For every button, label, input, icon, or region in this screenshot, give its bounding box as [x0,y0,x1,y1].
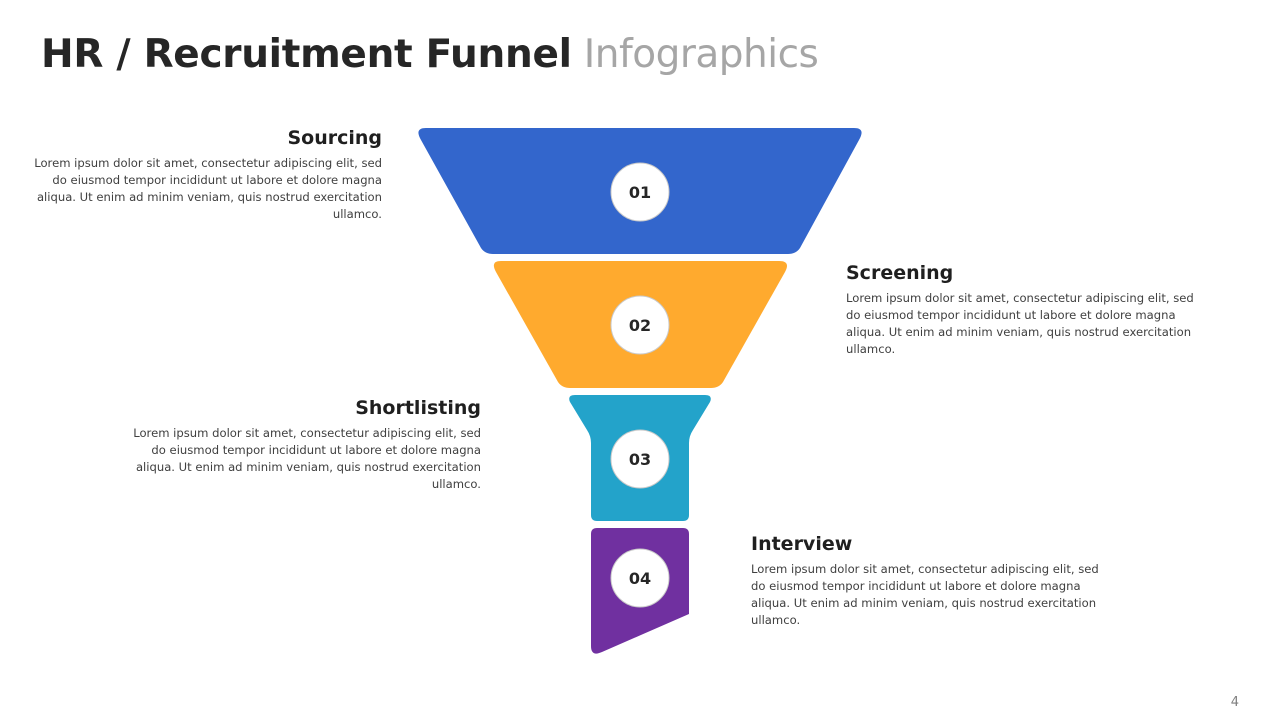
stage-number-4: 04 [629,569,651,588]
slide-title-bold: HR / Recruitment Funnel [41,32,572,77]
stage-description-interview: Interview Lorem ipsum dolor sit amet, co… [751,531,1101,629]
stage-text-interview: Lorem ipsum dolor sit amet, consectetur … [751,562,1099,627]
stage-number-1: 01 [629,183,651,202]
stage-badge-1: 01 [610,162,670,222]
stage-number-3: 03 [629,450,651,469]
stage-description-shortlisting: Shortlisting Lorem ipsum dolor sit amet,… [131,395,481,493]
stage-description-sourcing: Sourcing Lorem ipsum dolor sit amet, con… [32,125,382,223]
stage-heading-screening: Screening [846,262,954,284]
stage-heading-sourcing: Sourcing [287,127,382,149]
stage-heading-interview: Interview [751,533,853,555]
stage-text-shortlisting: Lorem ipsum dolor sit amet, consectetur … [133,426,481,491]
slide-title: HR / Recruitment Funnel Infographics [41,30,819,80]
page-number: 4 [1230,695,1239,710]
stage-number-2: 02 [629,316,651,335]
stage-text-screening: Lorem ipsum dolor sit amet, consectetur … [846,291,1194,356]
stage-badge-3: 03 [610,429,670,489]
stage-description-screening: Screening Lorem ipsum dolor sit amet, co… [846,260,1196,358]
stage-badge-2: 02 [610,295,670,355]
stage-heading-shortlisting: Shortlisting [355,397,481,419]
stage-text-sourcing: Lorem ipsum dolor sit amet, consectetur … [34,156,382,221]
stage-badge-4: 04 [610,548,670,608]
slide-title-light: Infographics [583,32,819,77]
